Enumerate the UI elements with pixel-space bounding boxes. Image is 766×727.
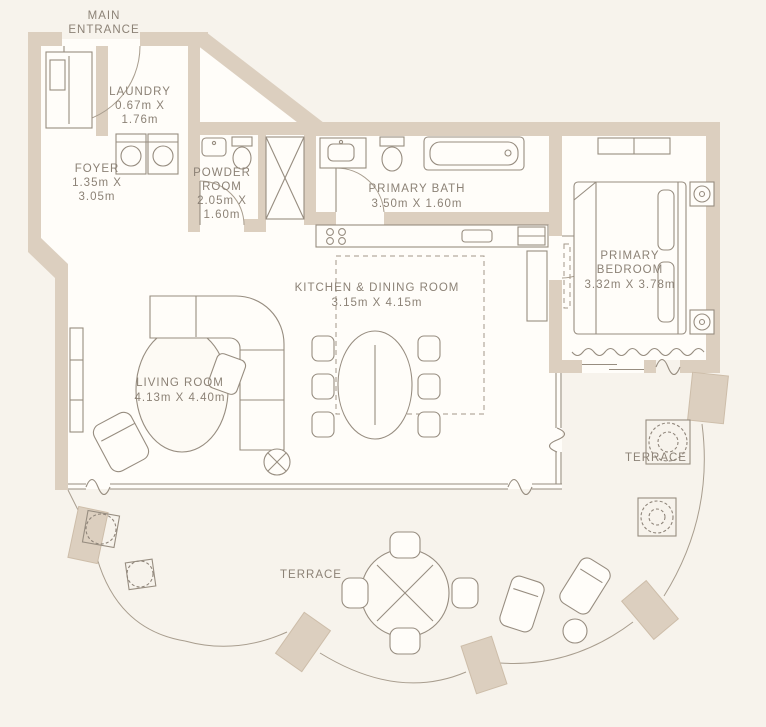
planter (274, 611, 332, 673)
planter (460, 635, 508, 695)
dining-chair (311, 411, 335, 438)
outdoor-side-table (562, 618, 588, 644)
outdoor-chair (389, 531, 421, 559)
tree (637, 497, 677, 537)
nightstand (689, 181, 715, 207)
tree (645, 419, 691, 465)
outdoor-chair (389, 627, 421, 655)
shrub (81, 509, 121, 549)
label-foyer: FOYER (75, 163, 120, 175)
tv-outline (563, 243, 571, 309)
kitchen-counter (315, 224, 549, 248)
side-table (263, 448, 291, 476)
label-primary-bath: PRIMARY BATH (369, 183, 466, 195)
sofa (149, 295, 285, 451)
dining-chair (311, 373, 335, 400)
svg-text:ENTRANCE: ENTRANCE (68, 24, 139, 36)
kitchen-sink (461, 229, 493, 243)
svg-text:1.35m X: 1.35m X (72, 177, 122, 189)
dining-chair (417, 411, 441, 438)
break-symbol (655, 358, 681, 376)
outdoor-table (360, 548, 450, 638)
label-primary-bedroom: PRIMARY (600, 250, 659, 262)
bath-vanity (319, 137, 367, 169)
svg-text:1.60m: 1.60m (204, 209, 241, 221)
pillow (657, 189, 675, 251)
glass-wall-east (548, 373, 566, 484)
bedroom-terrace-sliding-door (582, 360, 644, 373)
bed (573, 181, 687, 335)
dining-chair (311, 335, 335, 362)
powder-door (199, 180, 245, 226)
table-lamp (693, 185, 711, 203)
washer-dryer (115, 133, 179, 175)
accent-ottoman (207, 353, 247, 395)
label-powder-room: POWDER (193, 167, 251, 179)
label-laundry: LAUNDRY (109, 86, 171, 98)
planter (67, 505, 109, 565)
linen-closet (265, 136, 305, 220)
dining-chair (417, 373, 441, 400)
terrace-railing (67, 423, 705, 684)
table-lamp (693, 313, 711, 331)
nightstand (689, 309, 715, 335)
bath-toilet (379, 136, 405, 172)
svg-text:4.13m X 4.40m: 4.13m X 4.40m (135, 392, 226, 404)
dining-chair (417, 335, 441, 362)
walls (28, 32, 720, 490)
label-terrace-right: TERRACE (625, 452, 687, 464)
island-outline (335, 255, 485, 415)
labels: MAIN ENTRANCE LAUNDRY 0.67m X 1.76m FOYE… (68, 10, 687, 581)
svg-text:2.05m X: 2.05m X (197, 195, 247, 207)
dining-chairs (311, 335, 441, 438)
label-main-entrance: MAIN (88, 10, 121, 22)
outdoor-chairs (341, 531, 479, 655)
curtain (571, 347, 705, 357)
planter (620, 579, 680, 641)
outdoor-lounge (499, 575, 545, 633)
powder-sink (201, 137, 227, 157)
lounge-chair (92, 411, 150, 473)
shrub (124, 558, 157, 591)
svg-text:3.05m: 3.05m (79, 191, 116, 203)
svg-text:BEDROOM: BEDROOM (597, 264, 663, 276)
label-living-room: LIVING ROOM (136, 377, 224, 389)
media-console (69, 327, 84, 433)
foyer-closet (45, 51, 93, 129)
label-terrace-bottom: TERRACE (280, 569, 342, 581)
bath-door (335, 167, 385, 213)
rug (135, 327, 229, 453)
glass-wall-south (68, 478, 562, 496)
planter (687, 371, 729, 425)
pillow (657, 261, 675, 323)
svg-text:ROOM: ROOM (202, 181, 242, 193)
svg-text:0.67m X: 0.67m X (115, 100, 165, 112)
outdoor-lounge (559, 557, 611, 615)
svg-text:1.76m: 1.76m (122, 114, 159, 126)
powder-toilet (231, 136, 253, 170)
dresser (597, 137, 671, 155)
outdoor-chair (451, 577, 479, 609)
planters (67, 371, 729, 695)
svg-text:3.50m X 1.60m: 3.50m X 1.60m (372, 198, 463, 210)
outdoor-chair (341, 577, 369, 609)
label-kitchen-dining: KITCHEN & DINING ROOM (295, 282, 460, 294)
svg-text:3.15m X 4.15m: 3.15m X 4.15m (332, 297, 423, 309)
bathtub (423, 136, 525, 171)
dining-table (337, 330, 413, 440)
kitchen-pantry-counter (526, 250, 548, 322)
svg-text:3.32m X 3.78m: 3.32m X 3.78m (585, 279, 676, 291)
